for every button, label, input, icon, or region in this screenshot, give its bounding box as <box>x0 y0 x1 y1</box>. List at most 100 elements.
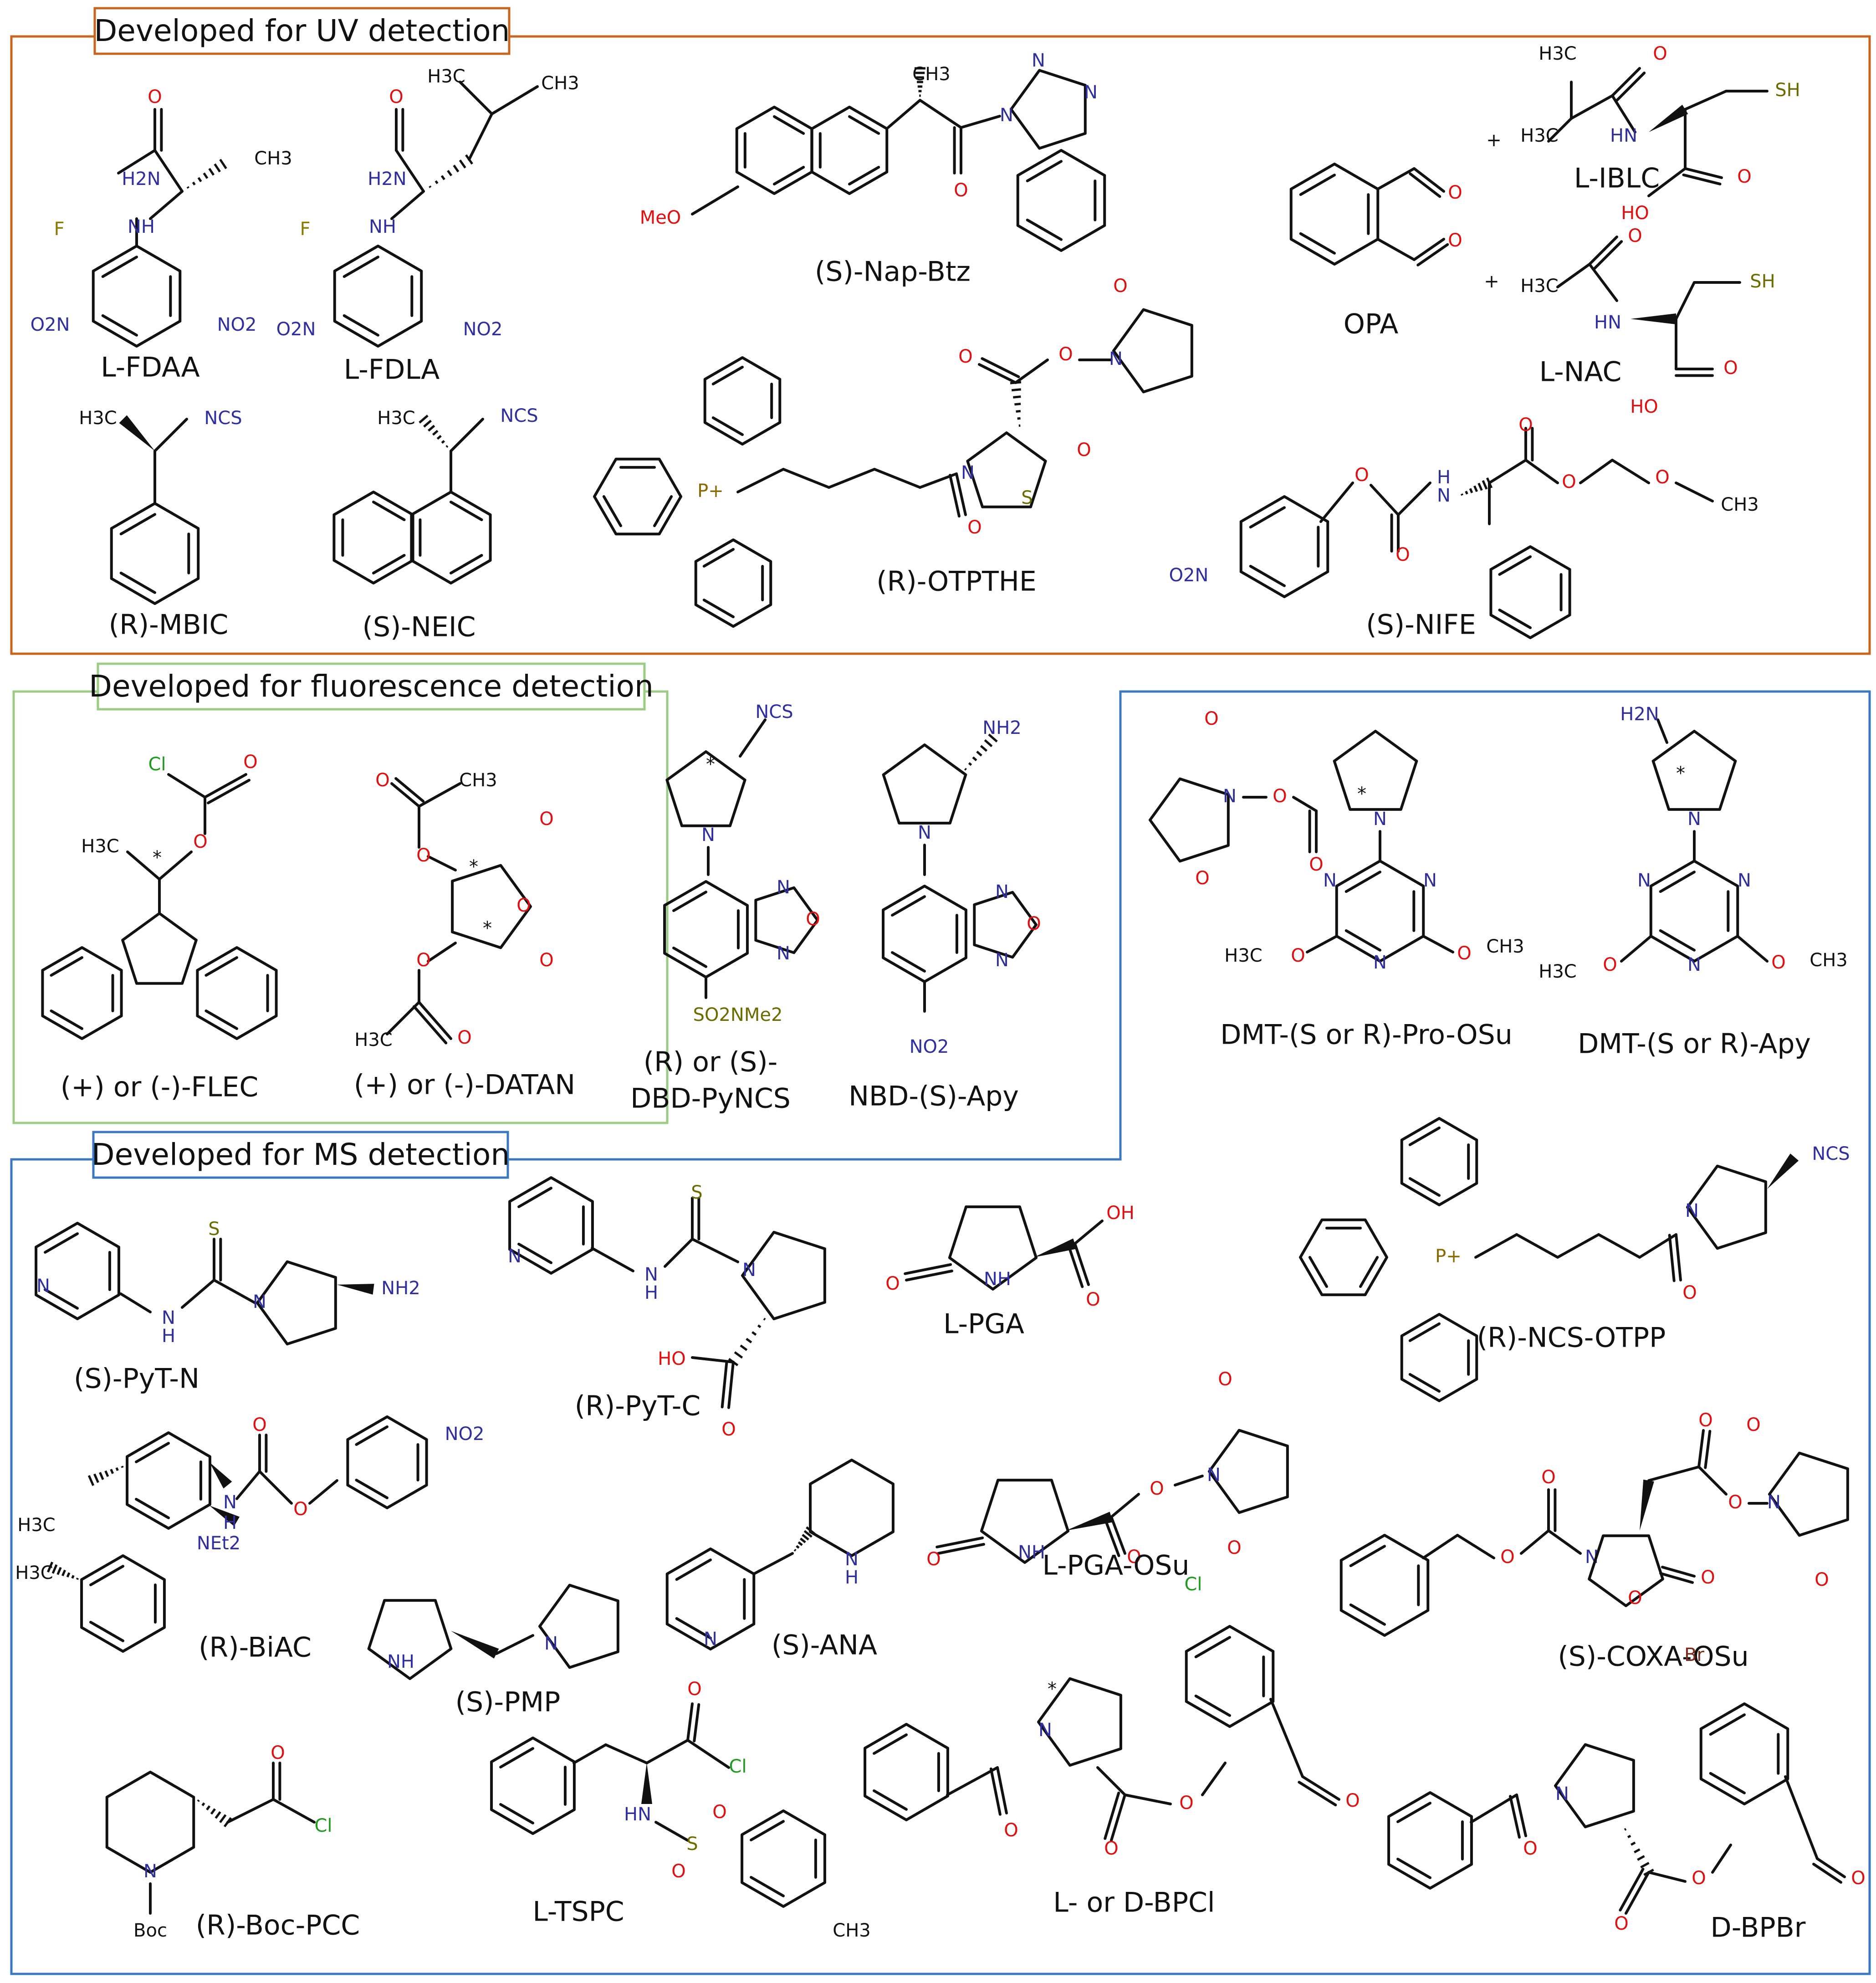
methyl: H3C <box>1224 945 1262 966</box>
bond-line <box>491 85 539 115</box>
bond-line <box>117 149 156 174</box>
amine-n: N <box>644 1264 658 1285</box>
benzo-ring <box>41 946 123 1040</box>
bond-line <box>1647 1871 1687 1883</box>
naphthalene-ring-a <box>332 491 414 584</box>
pyridine-n: N <box>704 1629 717 1650</box>
carbonyl-oxygen: O <box>1815 1569 1829 1590</box>
succinimide-ring <box>1768 1451 1849 1537</box>
ring-n: N <box>1373 809 1387 830</box>
carbonyl-oxygen: O <box>1195 868 1209 889</box>
bromine: Br <box>1684 1645 1704 1665</box>
sulfonyl-oxygen: O <box>712 1802 726 1823</box>
bond-line <box>1515 1233 1559 1259</box>
stereo-wedge <box>1649 104 1688 132</box>
stereo-wedge <box>1034 1238 1077 1257</box>
bond-line <box>272 1798 316 1824</box>
bond-line <box>149 190 184 220</box>
bond-line <box>752 1552 794 1575</box>
nitro-group: NO2 <box>910 1036 949 1057</box>
carbonyl <box>904 1263 952 1275</box>
stereo-wedge <box>1066 1512 1113 1531</box>
carbonyl <box>418 1001 452 1040</box>
pyridine-n: N <box>36 1276 50 1296</box>
bond-line <box>1556 1233 1600 1259</box>
panel-border-fl <box>12 690 669 1124</box>
stereocenter-mark: * <box>483 918 492 939</box>
benzo-ring <box>882 885 967 983</box>
phenyl-ring <box>1400 1117 1478 1206</box>
compound-name-rpytc: (R)-PyT-C <box>575 1390 701 1422</box>
methyl: CH3 <box>1721 494 1758 515</box>
stereocenter-mark: * <box>469 856 478 877</box>
carbonyl-oxygen: O <box>1628 225 1642 246</box>
methyl: CH3 <box>541 73 579 94</box>
pyrrolidine-ring <box>538 1583 619 1669</box>
bond-line <box>1736 935 1769 963</box>
chlorophenyl-ring <box>1185 1625 1275 1728</box>
carbonyl <box>1067 1244 1084 1288</box>
carbonyl-oxygen: O <box>958 346 972 367</box>
stereo-wedge <box>1631 313 1676 324</box>
ester-oxygen: O <box>1150 1478 1164 1499</box>
compound-name-lpga: L-PGA <box>943 1308 1024 1340</box>
stereo-wedge <box>210 1506 240 1527</box>
bond-line <box>1675 482 1714 502</box>
methyl: H3C <box>1539 961 1576 982</box>
stereo-hash <box>429 154 473 188</box>
carbonyl <box>206 779 250 804</box>
bond-line <box>1376 238 1416 261</box>
carbonyl-oxygen: O <box>1104 1838 1118 1859</box>
carbonyl <box>721 1360 728 1409</box>
chlorine: Cl <box>148 754 166 775</box>
ring-n: N <box>1738 870 1751 891</box>
benzene-ring <box>110 502 200 605</box>
carbonyl <box>1515 1793 1527 1837</box>
stereo-wedge <box>337 1284 374 1295</box>
pyridine-n: N <box>508 1246 521 1267</box>
carbonyl <box>1110 1793 1126 1842</box>
phosphonium: P+ <box>1435 1246 1462 1267</box>
carbonyl <box>1675 1233 1682 1281</box>
carbonyl <box>905 1270 953 1281</box>
ring-n: N <box>918 822 931 843</box>
carbonyl-oxygen: O <box>1682 1282 1697 1303</box>
lactam-nh: NH <box>984 1269 1011 1290</box>
biphenyl-ring-b <box>80 1554 166 1653</box>
succinimide-ring <box>1112 308 1193 394</box>
carbonyl <box>1619 1868 1645 1912</box>
triazine-ring <box>1649 860 1739 963</box>
carbonyl-oxygen: O <box>1204 708 1218 729</box>
ether-oxygen: O <box>1603 954 1617 975</box>
imide-n: N <box>1207 1465 1221 1486</box>
bond-line <box>158 851 193 881</box>
bond-line <box>1611 94 1636 133</box>
stereo-hash <box>87 1465 124 1486</box>
pyrrolidine-ring <box>1333 730 1418 811</box>
bond-line <box>691 1238 739 1263</box>
benzene-ring <box>92 245 182 348</box>
compound-name-datan: (+) or (-)-DATAN <box>354 1069 575 1101</box>
carbonyl-oxygen: O <box>967 517 981 538</box>
carbonyl-oxygen: O <box>539 809 553 830</box>
methyl: H3C <box>1539 43 1576 64</box>
bond-line <box>1470 1793 1518 1824</box>
panel-ms: Developed for MS detection <box>10 690 1871 1975</box>
oxazolidinone-ring <box>1588 1534 1664 1607</box>
compound-name-opa: OPA <box>1344 308 1399 340</box>
isothiocyanate: NCS <box>500 405 538 426</box>
bond-line <box>1697 1465 1728 1496</box>
phenyl-ring <box>694 538 772 628</box>
stereo-wedge <box>1640 1479 1654 1531</box>
fluorine: F <box>54 219 64 240</box>
bond-line <box>664 1238 694 1268</box>
bond-line <box>1588 263 1618 302</box>
isothiocyanate: NCS <box>1812 1143 1850 1164</box>
stereo-hash <box>186 159 227 189</box>
amine: NH2 <box>982 717 1021 738</box>
imide-n: N <box>1223 786 1237 807</box>
stereocenter-mark: * <box>153 847 162 868</box>
bond-line <box>153 149 184 193</box>
chlorine: Cl <box>1184 1574 1202 1595</box>
